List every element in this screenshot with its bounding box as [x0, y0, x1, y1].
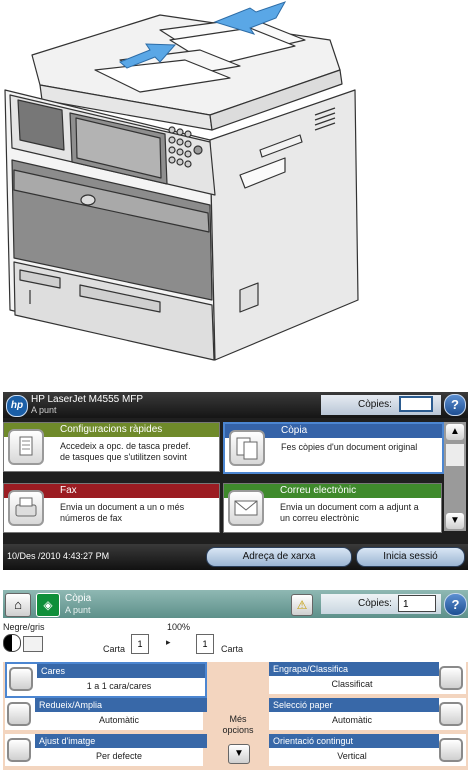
copy-status: A punt [65, 605, 91, 615]
copy-title: Còpia [65, 593, 92, 604]
tile-email-title: Correu electrònic [224, 484, 441, 498]
option-staple-collate-label: Engrapa/Classifica [269, 662, 439, 676]
copy-screen-panel: ⌂ ◈ Còpia A punt ⚠ Còpies: 1 ? Negre/gri… [3, 590, 468, 770]
tile-quick-sets-title: Configuracions ràpides [4, 423, 219, 437]
option-staple-collate[interactable]: Engrapa/Classifica Classificat [269, 662, 466, 694]
home-icon[interactable]: ⌂ [5, 593, 31, 617]
option-paper-select[interactable]: Selecció paper Automàtic [269, 698, 466, 730]
fax-icon [8, 490, 44, 526]
copy-copies-input[interactable]: 1 [398, 595, 436, 612]
color-mode-icon[interactable] [3, 634, 21, 652]
option-image-adjust-label: Ajust d'imatge [35, 734, 207, 748]
original-size: Carta [103, 644, 126, 654]
home-screen-panel: hp HP LaserJet M4555 MFP A punt Còpies: … [3, 392, 468, 570]
tile-fax-title: Fax [4, 484, 219, 498]
quick-sets-icon [8, 429, 44, 465]
tile-copy[interactable]: Còpia Fes còpies d'un document original [223, 422, 444, 474]
option-content-orientation-value: Vertical [269, 750, 435, 762]
arrow-right-icon: ▸ [166, 637, 171, 647]
paper-select-icon [439, 702, 463, 726]
copy-preview: Negre/gris 100% Carta 1 ▸ 1 Carta [3, 622, 468, 660]
device-status: A punt [31, 405, 57, 415]
scrollbar[interactable]: ▲ ▼ [444, 422, 466, 531]
email-icon [228, 490, 264, 526]
option-sides-value: 1 a 1 cara/cares [37, 680, 201, 692]
copy-icon [229, 430, 265, 466]
home-header: hp HP LaserJet M4555 MFP A punt Còpies: … [3, 392, 468, 418]
output-size: Carta [221, 644, 244, 654]
option-image-adjust[interactable]: Ajust d'imatge Per defecte [5, 734, 207, 766]
warning-icon[interactable]: ⚠ [291, 594, 313, 616]
option-reduce-enlarge[interactable]: Redueix/Amplia Automàtic [5, 698, 207, 730]
scroll-thumb[interactable] [446, 444, 464, 466]
output-count: 1 [196, 634, 214, 654]
copy-copies-label: Còpies: [358, 598, 392, 609]
option-content-orientation[interactable]: Orientació contingut Vertical [269, 734, 466, 766]
tile-email[interactable]: Correu electrònic Envia un document com … [223, 483, 442, 533]
network-address-button[interactable]: Adreça de xarxa [206, 547, 352, 567]
printer-illustration [4, 1, 359, 361]
sides-icon [9, 667, 33, 691]
option-image-adjust-value: Per defecte [35, 750, 203, 762]
help-icon[interactable]: ? [444, 394, 466, 416]
copy-help-icon[interactable]: ? [444, 593, 467, 616]
tile-quick-sets-desc: Accedeix a opc. de tasca predef.de tasqu… [60, 441, 191, 462]
option-paper-select-value: Automàtic [269, 714, 435, 726]
copy-options-area: Cares 1 a 1 cara/cares Redueix/Amplia Au… [3, 662, 468, 770]
original-count: 1 [131, 634, 149, 654]
copies-input[interactable]: 1 [399, 396, 433, 412]
tile-copy-title: Còpia [225, 424, 442, 438]
home-footer: 10/Des /2010 4:43:27 PM Adreça de xarxa … [3, 544, 468, 570]
product-name: HP LaserJet M4555 MFP [31, 394, 144, 405]
tile-quick-sets[interactable]: Configuracions ràpides Accedeix a opc. d… [3, 422, 220, 472]
color-mode: Negre/gris [3, 622, 45, 632]
scroll-down-icon[interactable]: ▼ [446, 513, 464, 529]
option-paper-select-label: Selecció paper [269, 698, 439, 712]
option-reduce-enlarge-value: Automàtic [35, 714, 203, 726]
start-copy-icon[interactable]: ◈ [36, 593, 60, 617]
more-options-down-icon[interactable]: ▼ [228, 744, 250, 764]
option-reduce-enlarge-label: Redueix/Amplia [35, 698, 207, 712]
option-sides-label: Cares [37, 664, 205, 678]
hp-logo: hp [6, 395, 28, 417]
option-content-orientation-label: Orientació contingut [269, 734, 439, 748]
option-staple-collate-value: Classificat [269, 678, 435, 690]
staple-icon [439, 666, 463, 690]
copies-label: Còpies: [358, 399, 392, 410]
zoom-level: 100% [167, 622, 191, 632]
original-page-icon [23, 636, 43, 652]
option-sides[interactable]: Cares 1 a 1 cara/cares [5, 662, 207, 698]
copy-header: ⌂ ◈ Còpia A punt ⚠ Còpies: 1 ? [3, 590, 468, 618]
orientation-icon [439, 738, 463, 762]
datetime: 10/Des /2010 4:43:27 PM [7, 551, 110, 561]
tile-copy-desc: Fes còpies d'un document original [281, 442, 418, 452]
reduce-enlarge-icon [7, 702, 31, 726]
sign-in-button[interactable]: Inicia sessió [356, 547, 465, 567]
image-adjust-icon [7, 738, 31, 762]
scroll-up-icon[interactable]: ▲ [446, 424, 464, 440]
